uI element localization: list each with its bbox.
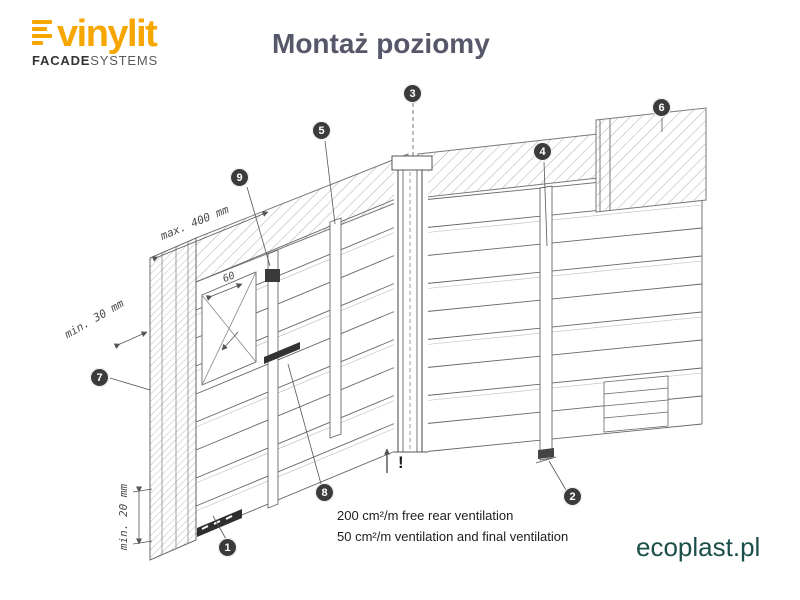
detail-dim-label: 60 xyxy=(221,270,236,285)
logo-subtitle: FACADESYSTEMS xyxy=(32,53,158,68)
callout-5: 5 xyxy=(312,121,331,140)
right-wall-batten xyxy=(535,185,557,464)
wall-section-strip xyxy=(149,237,197,561)
fixing-clip-detail xyxy=(265,269,280,282)
callout-6: 6 xyxy=(652,98,671,117)
page-title: Montaż poziomy xyxy=(272,28,490,59)
ventilation-note-line2: 50 cm²/m ventilation and final ventilati… xyxy=(337,529,569,544)
ventilation-arrow: ! xyxy=(384,448,404,473)
logo-bars-icon xyxy=(32,20,52,52)
logo-subtitle-facade: FACADE xyxy=(32,53,91,69)
vent-grille-detail xyxy=(603,375,669,433)
callout-9: 9 xyxy=(230,168,249,187)
substrate-patch xyxy=(595,107,707,213)
ventilation-note-line1: 200 cm²/m free rear ventilation xyxy=(337,508,514,523)
callout-7: 7 xyxy=(90,368,109,387)
left-wall-battens xyxy=(264,217,342,509)
logo-subtitle-systems: SYSTEMS xyxy=(90,53,158,69)
dim-ground-clearance: min. 20 mm xyxy=(117,484,130,552)
starter-profile xyxy=(197,509,242,537)
right-wall-panels xyxy=(421,171,703,453)
footer-website: ecoplast.pl xyxy=(636,532,761,562)
vinylit-logo: vinylit FACADESYSTEMS xyxy=(32,13,158,68)
callout-2: 2 xyxy=(563,487,582,506)
corner-profile xyxy=(391,155,433,453)
ventilation-note: 200 cm²/m free rear ventilation 50 cm²/m… xyxy=(337,505,568,547)
callout-8: 8 xyxy=(315,483,334,502)
logo-brand-text: vinylit xyxy=(57,13,158,55)
membrane-detail: 60 xyxy=(201,270,257,386)
ventilation-profile-detail xyxy=(264,342,300,364)
callout-leaders xyxy=(109,103,663,540)
callout-3: 3 xyxy=(403,84,422,103)
dim-cavity: min. 30 mm xyxy=(61,297,126,342)
callout-4: 4 xyxy=(533,142,552,161)
exclamation-mark: ! xyxy=(398,453,404,472)
callout-1: 1 xyxy=(218,538,237,557)
